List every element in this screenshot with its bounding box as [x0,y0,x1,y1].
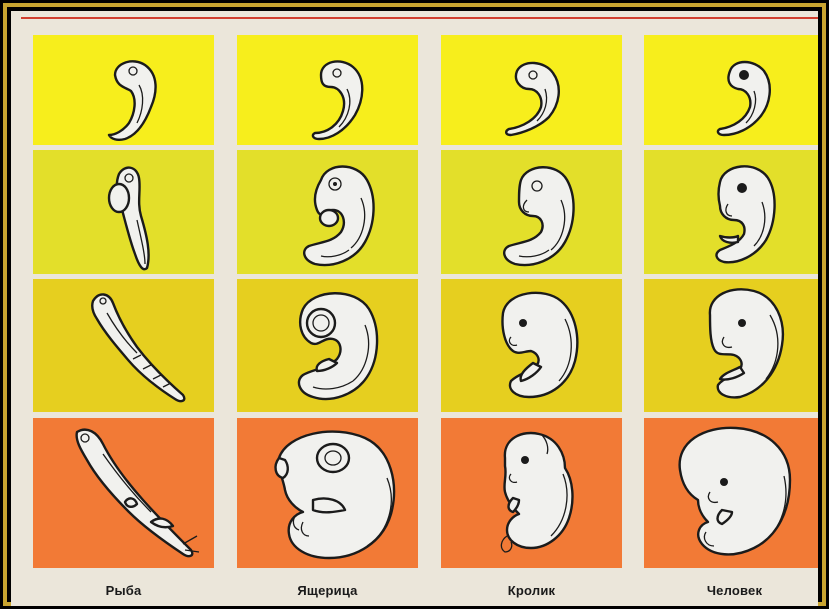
column-label-fish: Рыба [33,583,214,598]
embryo-rabbit-stage-1-illustration [441,35,622,145]
cell-human-stage-1 [644,35,818,145]
cell-human-stage-2 [644,150,818,274]
embryo-lizard-stage-2-illustration [237,150,418,274]
cell-rabbit-stage-2 [441,150,622,274]
embryo-rabbit-stage-3-illustration [441,279,622,412]
cell-human-stage-4 [644,418,818,568]
embryo-human-stage-4-illustration [644,418,818,568]
embryo-rabbit-stage-4-illustration [441,418,622,568]
embryo-human-stage-2-illustration [644,150,818,274]
embryo-lizard-stage-3-illustration [237,279,418,412]
cell-lizard-stage-4 [237,418,418,568]
cell-rabbit-stage-1 [441,35,622,145]
column-label-rabbit: Кролик [441,583,622,598]
cell-fish-stage-4 [33,418,214,568]
cell-fish-stage-3 [33,279,214,412]
column-label-lizard: Ящерица [237,583,418,598]
cell-rabbit-stage-4 [441,418,622,568]
cell-fish-stage-2 [33,150,214,274]
embryo-fish-stage-2-illustration [33,150,214,274]
embryo-human-stage-1-illustration [644,35,818,145]
diagram-panel: Рыба Ящерица Кролик Человек [11,11,818,606]
cell-human-stage-3 [644,279,818,412]
cell-lizard-stage-2 [237,150,418,274]
embryo-lizard-stage-1-illustration [237,35,418,145]
cell-fish-stage-1 [33,35,214,145]
embryo-rabbit-stage-2-illustration [441,150,622,274]
embryo-fish-stage-3-illustration [33,279,214,412]
embryo-lizard-stage-4-illustration [237,418,418,568]
embryo-human-stage-3-illustration [644,279,818,412]
cell-lizard-stage-1 [237,35,418,145]
column-label-human: Человек [644,583,818,598]
embryo-fish-stage-1-illustration [33,35,214,145]
cell-lizard-stage-3 [237,279,418,412]
embryo-fish-stage-4-illustration [33,418,214,568]
top-red-rule [21,17,818,19]
cell-rabbit-stage-3 [441,279,622,412]
